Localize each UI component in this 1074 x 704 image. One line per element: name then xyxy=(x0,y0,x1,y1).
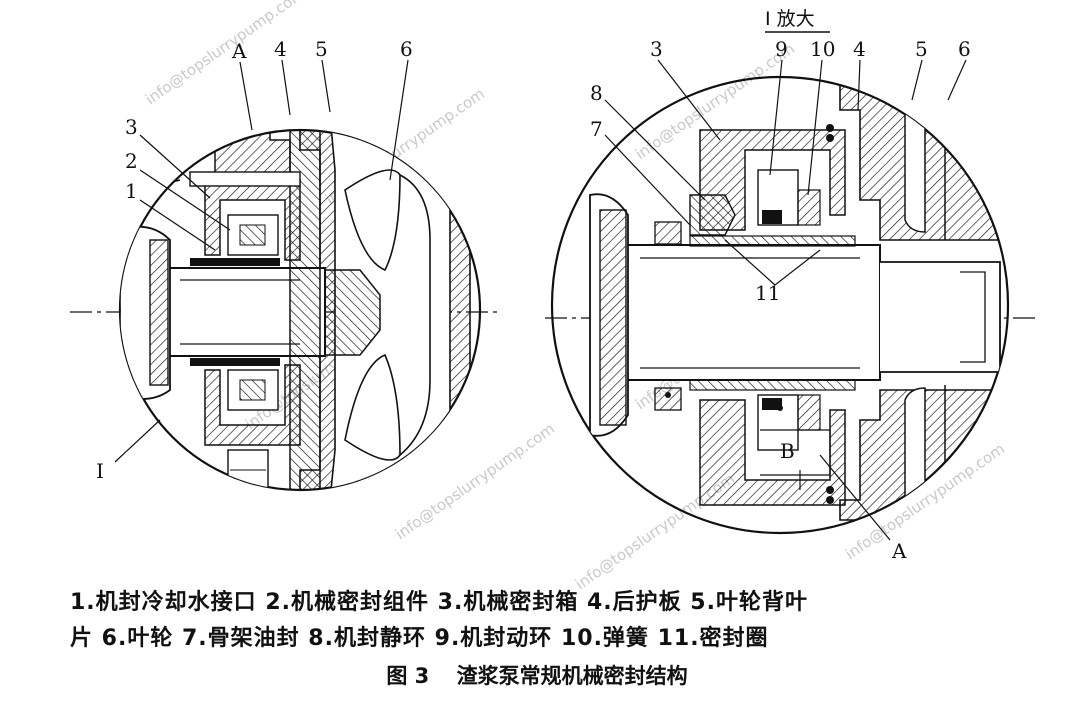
label-6: 6 xyxy=(958,37,971,61)
label-3: 3 xyxy=(125,115,138,139)
left-section-view: A 4 5 6 3 2 1 I xyxy=(70,37,500,492)
label-I: I xyxy=(96,459,104,483)
label-11: 11 xyxy=(755,281,780,305)
label-1: 1 xyxy=(125,179,138,203)
figure-caption: 图 3 渣浆泵常规机械密封结构 xyxy=(0,660,1074,690)
enlarged-view-title: I 放大 xyxy=(765,8,815,30)
label-9: 9 xyxy=(775,37,788,61)
label-5: 5 xyxy=(315,37,328,61)
right-enlarged-view: I 放大 xyxy=(545,8,1035,563)
seal-structure-drawing: info@topslurrypump.com info@topslurrypum… xyxy=(70,0,1035,590)
label-B: B xyxy=(780,439,795,463)
legend-line-2: 片 6.叶轮 7.骨架油封 8.机封静环 9.机封动环 10.弹簧 11.密封圈 xyxy=(70,626,769,651)
label-A: A xyxy=(231,39,247,63)
label-7: 7 xyxy=(590,117,603,141)
label-3: 3 xyxy=(650,37,663,61)
label-5: 5 xyxy=(915,37,928,61)
legend-line-1: 1.机封冷却水接口 2.机械密封组件 3.机械密封箱 4.后护板 5.叶轮背叶 xyxy=(70,590,808,615)
label-4: 4 xyxy=(274,37,287,61)
figure-title: 渣浆泵常规机械密封结构 xyxy=(456,664,688,688)
label-2: 2 xyxy=(125,149,138,173)
label-A: A xyxy=(891,539,907,563)
label-4: 4 xyxy=(853,37,866,61)
label-6: 6 xyxy=(400,37,413,61)
label-10: 10 xyxy=(810,37,835,61)
figure-number: 图 3 xyxy=(386,664,430,688)
label-8: 8 xyxy=(590,81,603,105)
